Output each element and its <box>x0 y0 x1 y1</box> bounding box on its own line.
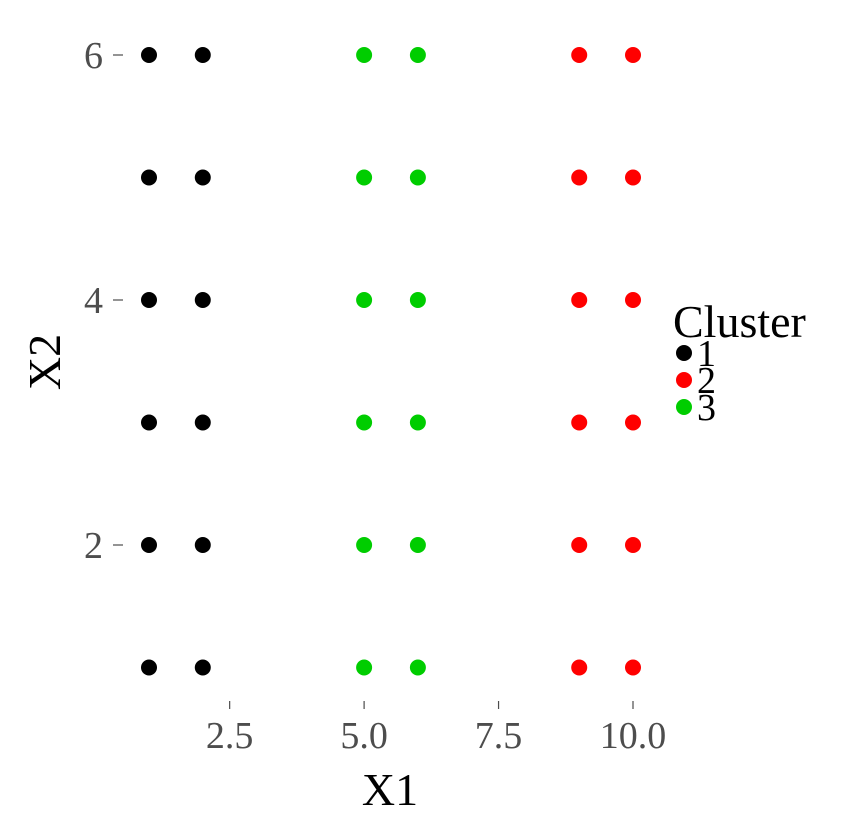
point-cluster-3-11 <box>356 47 373 63</box>
point-cluster-1-9 <box>141 169 157 186</box>
points-layer <box>141 47 641 676</box>
point-cluster-2-1 <box>571 659 588 676</box>
x-tick-label: 10.0 <box>600 715 667 757</box>
point-cluster-1-12 <box>194 47 211 63</box>
point-cluster-2-7 <box>571 292 588 308</box>
point-cluster-2-2 <box>625 659 641 676</box>
point-cluster-1-11 <box>141 47 157 63</box>
y-axis-title: X2 <box>19 334 70 390</box>
point-cluster-3-4 <box>409 537 426 553</box>
point-cluster-3-3 <box>356 537 373 553</box>
legend-label-2: 2 <box>697 360 716 402</box>
point-cluster-3-6 <box>409 414 426 431</box>
point-cluster-2-9 <box>571 169 588 186</box>
point-cluster-3-9 <box>356 169 373 186</box>
x-tick-label: 5.0 <box>340 715 388 757</box>
point-cluster-2-10 <box>625 169 641 186</box>
point-cluster-2-8 <box>625 292 641 308</box>
point-cluster-1-6 <box>194 414 211 431</box>
y-tick-label: 6 <box>84 35 103 77</box>
y-axis: 2 4 6 <box>84 35 123 567</box>
point-cluster-3-2 <box>409 659 426 676</box>
point-cluster-3-1 <box>356 659 373 676</box>
point-cluster-2-12 <box>625 47 641 63</box>
x-axis: 2.5 5.0 7.5 10.0 <box>206 701 666 757</box>
x-axis-title: X1 <box>362 764 418 815</box>
point-cluster-1-5 <box>141 414 157 431</box>
point-cluster-1-8 <box>194 292 211 308</box>
legend-label-3: 3 <box>697 387 716 429</box>
point-cluster-1-2 <box>194 659 211 676</box>
legend-key-1 <box>676 345 692 361</box>
point-cluster-2-11 <box>571 47 588 63</box>
point-cluster-3-5 <box>356 414 373 431</box>
point-cluster-3-8 <box>409 292 426 308</box>
point-cluster-1-7 <box>141 292 157 308</box>
point-cluster-3-7 <box>356 292 373 308</box>
point-cluster-3-12 <box>409 47 426 63</box>
y-tick-label: 4 <box>84 280 103 322</box>
legend-title: Cluster <box>673 296 806 347</box>
x-tick-label: 7.5 <box>475 715 523 757</box>
point-cluster-2-6 <box>625 414 641 431</box>
point-cluster-1-4 <box>194 537 211 553</box>
legend-label-1: 1 <box>697 333 716 375</box>
legend: Cluster 123 <box>673 296 806 429</box>
legend-key-3 <box>676 399 692 415</box>
point-cluster-1-1 <box>141 659 157 676</box>
point-cluster-1-3 <box>141 537 157 553</box>
x-tick-label: 2.5 <box>206 715 254 757</box>
point-cluster-2-3 <box>571 537 588 553</box>
point-cluster-2-4 <box>625 537 641 553</box>
point-cluster-2-5 <box>571 414 588 431</box>
legend-key-2 <box>676 372 692 388</box>
point-cluster-3-10 <box>409 169 426 186</box>
point-cluster-1-10 <box>194 169 211 186</box>
y-tick-label: 2 <box>84 525 103 567</box>
